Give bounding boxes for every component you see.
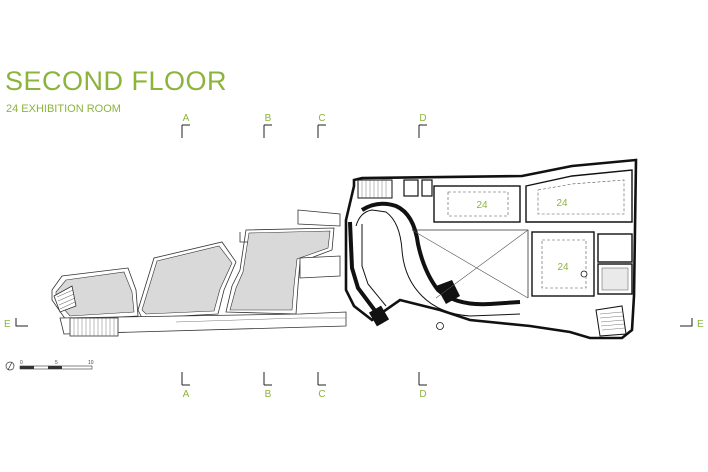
section-mark-b-top: B bbox=[265, 113, 272, 124]
section-mark-e-left: E bbox=[4, 319, 11, 330]
section-mark-b-bottom: B bbox=[265, 389, 272, 400]
section-marks-side: E E bbox=[4, 318, 704, 330]
north-arrow-icon bbox=[5, 361, 15, 371]
section-mark-c-top: C bbox=[318, 113, 325, 124]
section-mark-d-bottom: D bbox=[419, 389, 426, 400]
section-mark-a-bottom: A bbox=[183, 389, 190, 400]
section-marks-top: A B C D bbox=[181, 113, 427, 138]
room-label-exhibition-2: 24 bbox=[556, 198, 568, 209]
section-mark-c-bottom: C bbox=[318, 389, 325, 400]
west-wing bbox=[51, 209, 347, 337]
page-subtitle: 24 EXHIBITION ROOM bbox=[6, 103, 121, 115]
section-marks-bottom: A B C D bbox=[181, 372, 427, 400]
section-mark-d-top: D bbox=[419, 113, 426, 124]
scale-tick-0: 0 bbox=[20, 360, 23, 366]
section-mark-a-top: A bbox=[183, 113, 190, 124]
room-label-exhibition-1: 24 bbox=[476, 200, 488, 211]
east-building: 24 24 24 bbox=[344, 158, 638, 340]
room-label-exhibition-3: 24 bbox=[557, 262, 569, 273]
page-title: SECOND FLOOR bbox=[5, 66, 228, 96]
scale-tick-10: 10 bbox=[88, 360, 94, 366]
scale-tick-5: 5 bbox=[55, 360, 58, 366]
scale-bar: 0 5 10 bbox=[5, 360, 94, 371]
section-mark-e-right: E bbox=[697, 319, 704, 330]
